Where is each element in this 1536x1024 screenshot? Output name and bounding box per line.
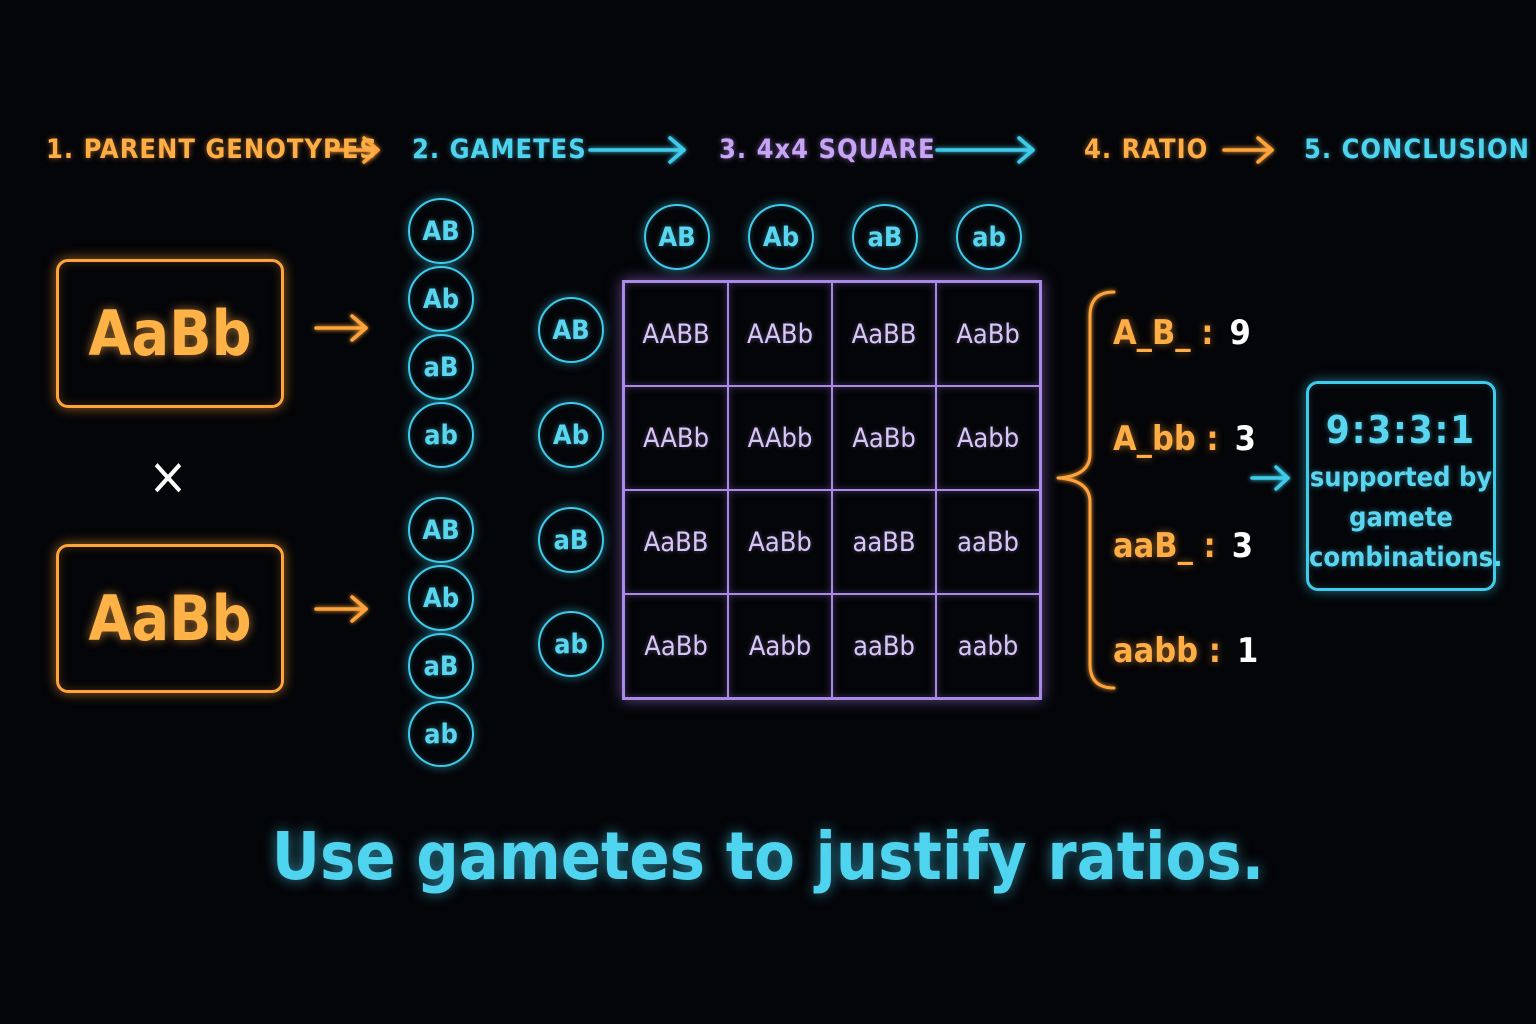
ratio-value: 9 — [1229, 313, 1251, 353]
punnett-cell: AAbb — [728, 386, 832, 490]
punnett-cell: AABb — [624, 386, 728, 490]
punnett-cell: AaBb — [624, 594, 728, 698]
punnett-cell: AaBB — [832, 282, 936, 386]
gamete-circle: AB — [408, 198, 474, 264]
ratio-value: 3 — [1234, 419, 1256, 459]
square-column-header: AB — [644, 204, 710, 270]
curly-brace-icon — [1056, 290, 1116, 690]
gamete-circle: AB — [408, 497, 474, 563]
arrow-right-icon — [330, 136, 380, 164]
punnett-cell: AABb — [728, 282, 832, 386]
ratio-row: A_bb : 3 — [1113, 416, 1256, 462]
conclusion-ratio: 9:3:3:1 — [1325, 408, 1477, 452]
punnett-cell: AABB — [624, 282, 728, 386]
ratio-label: aaB_ : — [1113, 526, 1216, 566]
punnett-cell: AaBb — [728, 490, 832, 594]
square-row-header: aB — [538, 507, 604, 573]
square-row-header: Ab — [538, 402, 604, 468]
arrow-right-icon — [1222, 136, 1274, 164]
conclusion-box: 9:3:3:1 supported by gamete combinations… — [1306, 381, 1503, 591]
punnett-cell: aaBb — [832, 594, 936, 698]
step-4x4-square: 3. 4x4 SQUARE — [719, 134, 936, 165]
punnett-cell: Aabb — [936, 386, 1040, 490]
gamete-circle: Ab — [408, 565, 474, 631]
punnett-cell: AaBb — [832, 386, 936, 490]
gamete-circle: ab — [408, 402, 474, 468]
step-parent-genotypes: 1. PARENT GENOTYPES — [46, 134, 378, 165]
ratio-row: A_B_ : 9 — [1113, 310, 1251, 356]
caption: Use gametes to justify ratios. — [271, 818, 1265, 895]
arrow-right-icon — [1250, 465, 1290, 491]
step-conclusion: 5. CONCLUSION — [1304, 134, 1530, 165]
square-column-header: Ab — [748, 204, 814, 270]
punnett-cell: aaBB — [832, 490, 936, 594]
gamete-circle: aB — [408, 633, 474, 699]
step-gametes: 2. GAMETES — [412, 134, 587, 165]
punnett-cell: aaBb — [936, 490, 1040, 594]
ratio-value: 1 — [1236, 631, 1259, 671]
punnett-cell: aabb — [936, 594, 1040, 698]
ratio-label: aabb : — [1113, 631, 1221, 671]
ratio-row: aaB_ : 3 — [1113, 523, 1253, 569]
ratio-label: A_bb : — [1113, 419, 1219, 459]
arrow-right-icon — [935, 136, 1035, 164]
ratio-label: A_B_ : — [1113, 313, 1214, 353]
ratio-value: 3 — [1231, 526, 1254, 566]
arrow-right-icon — [314, 595, 368, 623]
arrow-right-icon — [588, 136, 686, 164]
punnett-cell: Aabb — [728, 594, 832, 698]
gamete-circle: aB — [408, 334, 474, 400]
punnett-square: AABB AABb AaBB AaBb AABb AAbb AaBb Aabb … — [622, 280, 1042, 700]
parent-genotype-box-1: AaBb — [56, 259, 284, 408]
square-column-header: ab — [956, 204, 1022, 270]
ratio-row: aabb : 1 — [1113, 628, 1258, 674]
gamete-circle: ab — [408, 701, 474, 767]
step-ratio: 4. RATIO — [1084, 134, 1209, 165]
conclusion-text: supported by gamete combinations. — [1309, 462, 1503, 573]
arrow-right-icon — [314, 314, 368, 342]
square-row-header: AB — [538, 297, 604, 363]
cross-icon: × — [148, 447, 188, 507]
square-column-header: aB — [852, 204, 918, 270]
parent-genotype-box-2: AaBb — [56, 544, 284, 693]
punnett-cell: AaBb — [936, 282, 1040, 386]
square-row-header: ab — [538, 611, 604, 677]
gamete-circle: Ab — [408, 266, 474, 332]
punnett-cell: AaBB — [624, 490, 728, 594]
